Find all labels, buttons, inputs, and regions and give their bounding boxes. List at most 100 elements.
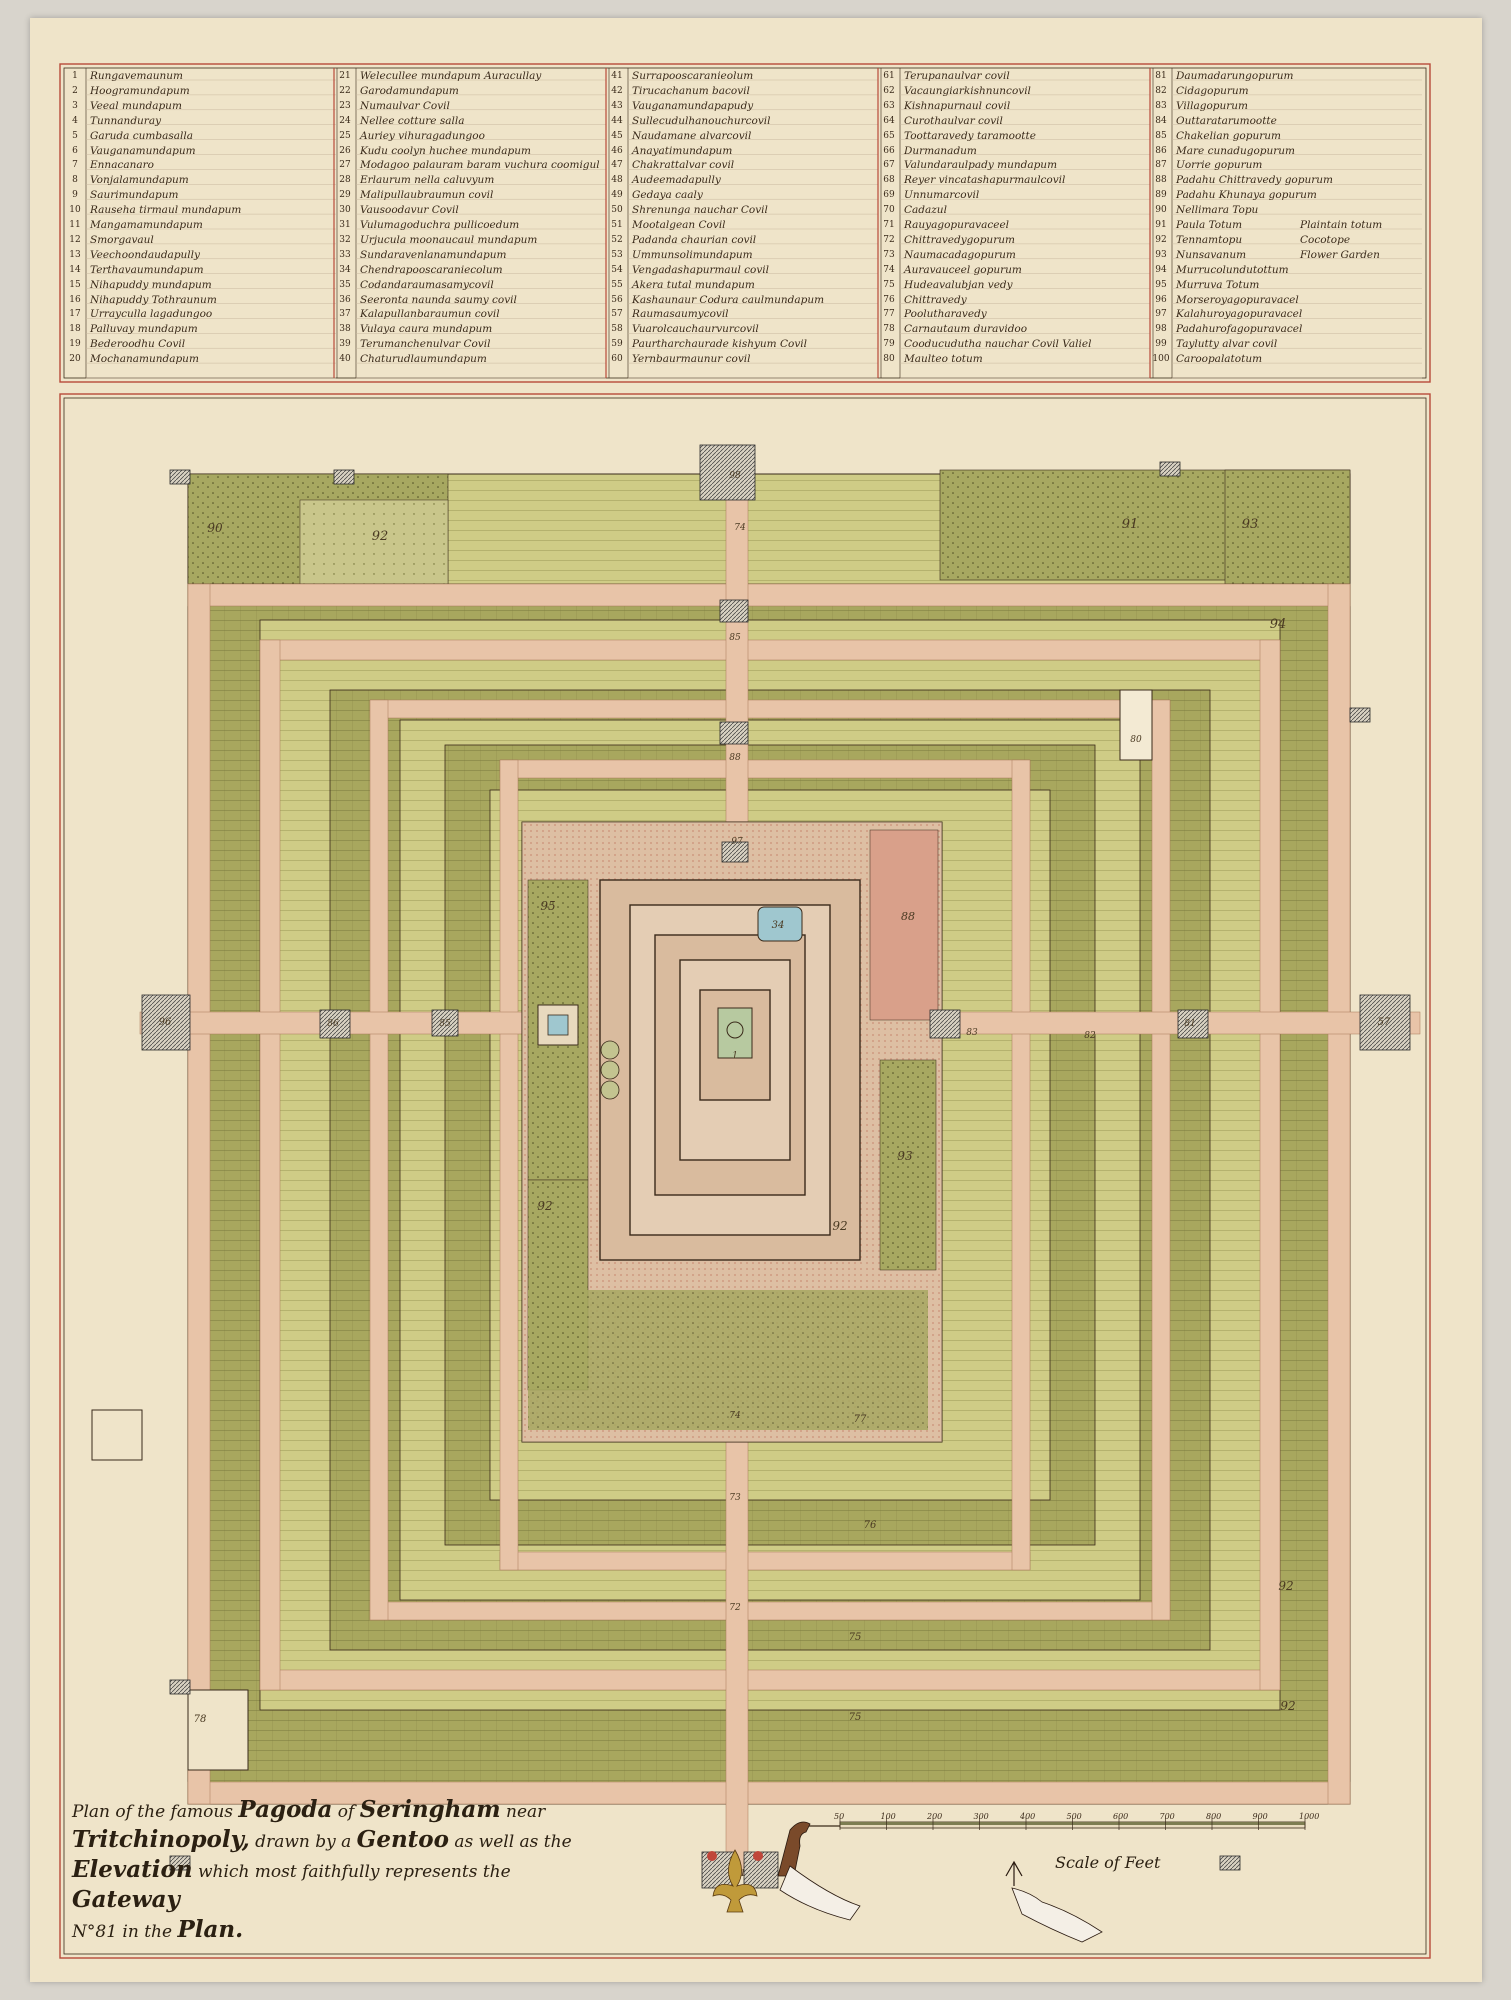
legend-name: Shrenunga nauchar Covil: [632, 204, 768, 217]
legend-number: 22: [339, 85, 351, 96]
legend-name: Nihapuddy mundapum: [90, 278, 212, 291]
legend-number: 90: [1155, 205, 1167, 216]
legend-name: Audeemadapully: [632, 174, 721, 187]
legend-name: Terthavaumundapum: [90, 263, 204, 276]
legend-number: 70: [883, 205, 895, 216]
street: [187, 583, 211, 1805]
plot-number: 76: [864, 1520, 877, 1531]
plot-number: 77: [854, 1414, 867, 1425]
legend-number: 11: [69, 220, 81, 230]
legend-number: 21: [339, 71, 351, 81]
legend-name: Akera tutal mundapum: [632, 278, 755, 291]
legend-name: Chakrattalvar covil: [632, 159, 735, 172]
legend-number: 39: [339, 339, 351, 350]
legend-name: Padahurofagopuravacel: [1176, 323, 1303, 336]
scale-tick-label: 800: [1206, 1812, 1222, 1821]
legend-number: 68: [883, 175, 895, 186]
legend-number: 25: [339, 130, 351, 141]
garden-circle: [600, 1040, 620, 1060]
sanctum: [717, 1007, 753, 1059]
plot-number: 94: [1270, 617, 1287, 632]
west-annex: [91, 1409, 143, 1461]
legend-number: 91: [1155, 220, 1167, 230]
legend-name: Valundaraulpady mundapum: [904, 159, 1058, 172]
legend-name: Poolutharavedy: [904, 308, 987, 321]
legend-number: 2: [72, 85, 78, 96]
legend-number: 24: [339, 115, 351, 126]
legend-name: Modagoo palauram baram vuchura coomigul: [360, 159, 600, 172]
legend-number: 80: [883, 354, 895, 365]
legend-name: Vuarolcauchaurvurcovil: [632, 323, 759, 336]
legend-name: Taylutty alvar covil: [1176, 338, 1278, 351]
street: [369, 699, 1171, 719]
gateway: [169, 1855, 191, 1871]
street: [187, 583, 1351, 607]
dividers-icon: [1005, 1860, 1023, 1886]
legend-name: Padahu Chittravedy gopurum: [1176, 174, 1333, 187]
plot-number: 91: [1122, 517, 1139, 532]
legend-number: 85: [1155, 130, 1167, 141]
legend-name: Ummunsolimundapum: [632, 248, 753, 261]
legend-number: 100: [1152, 354, 1170, 365]
legend-number: 96: [1155, 294, 1167, 305]
legend-number: 84: [1155, 115, 1167, 126]
legend-number: 83: [1155, 100, 1167, 111]
legend-name: Chittravedygopurum: [904, 233, 1015, 246]
legend-number: 28: [339, 175, 351, 186]
sleeve-left-icon: [779, 1865, 861, 1921]
legend-number: 35: [339, 279, 351, 290]
legend-name: Naumacadagopurum: [904, 248, 1016, 261]
legend-name: Padanda chaurian covil: [632, 233, 757, 246]
legend-number: 6: [72, 145, 78, 156]
gateway: [1219, 1855, 1241, 1871]
legend-name: Erlaurum nella caluvyum: [360, 174, 495, 187]
street: [1327, 583, 1351, 1805]
legend-name: Chittravedy: [904, 293, 967, 306]
legend-number: 9: [72, 190, 78, 201]
legend-name: Malipullaubraumun covil: [360, 189, 494, 202]
legend-name: Garodamundapum: [360, 84, 459, 97]
plot-number: 97: [731, 837, 743, 847]
inner-south-field: [528, 1290, 928, 1430]
scale-label: Scale of Feet: [1055, 1853, 1161, 1872]
legend-name: Veeal mundapum: [90, 99, 182, 112]
legend-number: 46: [611, 145, 623, 156]
street: [1151, 699, 1171, 1621]
plot-number: 90: [207, 521, 223, 535]
legend-number: 53: [611, 249, 623, 260]
plot-number: 93: [897, 1149, 913, 1163]
sw-enclosure: [187, 1689, 249, 1771]
hand-left-icon: [777, 1821, 811, 1877]
legend-name: Ennacanaro: [90, 159, 154, 172]
legend-number: 37: [339, 309, 351, 320]
legend-number: 87: [1155, 160, 1167, 171]
legend-name-secondary: Plaintain totum: [1300, 219, 1383, 231]
legend-number: 88: [1155, 175, 1167, 186]
legend-name: Paula Totum: [1176, 219, 1243, 231]
scale-tick-label: 50: [834, 1812, 845, 1821]
legend-name: Naudamane alvarcovil: [632, 129, 752, 142]
legend-name: Smorgavaul: [90, 233, 154, 246]
legend-number: 92: [1155, 234, 1167, 245]
legend-name: Cooducudutha nauchar Covil Valiel: [904, 338, 1092, 351]
